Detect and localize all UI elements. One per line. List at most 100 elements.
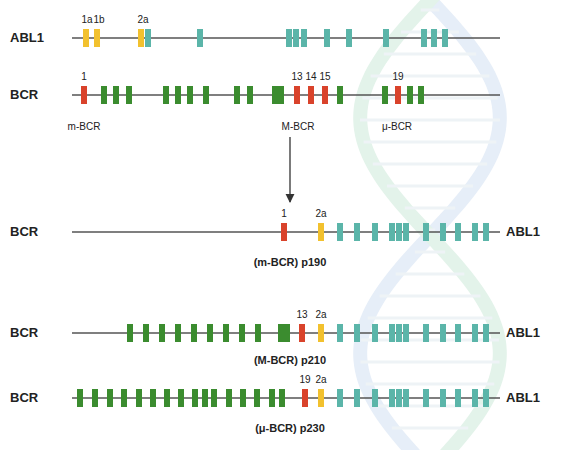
exon (403, 324, 409, 342)
exon (223, 324, 229, 342)
exon (164, 389, 170, 407)
exon (163, 86, 169, 104)
exon (175, 324, 181, 342)
helix-rung (360, 119, 500, 122)
exon (403, 389, 409, 407)
exon (94, 29, 100, 47)
exon (278, 86, 284, 104)
exon (346, 29, 352, 47)
exon (145, 29, 151, 47)
exon (202, 389, 208, 407)
exon (278, 324, 284, 342)
breakpoint-region: μ-BCR (382, 121, 412, 132)
exon (255, 324, 261, 342)
exon-number: 13 (291, 71, 302, 82)
exon (107, 389, 113, 407)
breakpoint-region: M-BCR (282, 121, 315, 132)
exon (389, 223, 395, 241)
exon (247, 86, 253, 104)
exon (440, 324, 446, 342)
exon (175, 86, 181, 104)
helix-rung (368, 317, 493, 320)
exon (126, 86, 132, 104)
exon (395, 86, 401, 104)
exon (136, 389, 142, 407)
exon (272, 86, 278, 104)
exon (113, 86, 119, 104)
exon (294, 86, 300, 104)
exon (239, 324, 245, 342)
exon (407, 86, 413, 104)
exon-number: 2a (315, 309, 326, 320)
exon (372, 389, 378, 407)
gene-backbone (72, 94, 500, 96)
exon (203, 86, 209, 104)
exon (240, 389, 246, 407)
exon (322, 86, 328, 104)
exon (281, 223, 287, 241)
exon-number: 14 (305, 71, 316, 82)
exon (423, 223, 429, 241)
gene-name: BCR (10, 326, 38, 340)
exon (483, 223, 489, 241)
exon (383, 29, 389, 47)
exon-number: 1b (93, 14, 104, 25)
exon (389, 389, 395, 407)
exon (372, 223, 378, 241)
exon-number: 19 (392, 71, 403, 82)
exon (483, 324, 489, 342)
exon (442, 29, 448, 47)
exon-number: 2a (315, 374, 326, 385)
exon (92, 389, 98, 407)
exon (83, 29, 89, 47)
exon (324, 29, 330, 47)
exon (127, 324, 133, 342)
exon (81, 86, 87, 104)
gene-name: BCR (10, 225, 38, 239)
helix-rung (366, 383, 495, 386)
helix-rung (421, 9, 440, 12)
exon (254, 389, 260, 407)
exon (191, 324, 197, 342)
exon (354, 389, 360, 407)
exon (337, 389, 343, 407)
helix-rung (384, 53, 476, 56)
exon (372, 324, 378, 342)
exon (279, 389, 285, 407)
gene-name: ABL1 (506, 326, 540, 340)
helix-rung (361, 339, 499, 342)
exon (143, 324, 149, 342)
exon (440, 223, 446, 241)
exon (138, 29, 144, 47)
exon (308, 86, 314, 104)
exon (354, 223, 360, 241)
exon (421, 29, 427, 47)
exon (423, 389, 429, 407)
exon (211, 389, 217, 407)
exon (403, 223, 409, 241)
exon-number: 13 (296, 309, 307, 320)
exon (150, 389, 156, 407)
gene-tracks (72, 29, 500, 407)
exon (318, 223, 324, 241)
exon-number: 19 (299, 374, 310, 385)
helix-rung (364, 141, 497, 144)
exon (472, 389, 478, 407)
gene-name: ABL1 (10, 31, 44, 45)
exon (293, 29, 299, 47)
helix-rung (396, 273, 465, 276)
exon (440, 389, 446, 407)
exon (318, 389, 324, 407)
exon (299, 324, 305, 342)
exon (192, 389, 198, 407)
exon (396, 324, 402, 342)
breakpoint-arrow (289, 137, 290, 202)
exon (483, 389, 489, 407)
exon (354, 324, 360, 342)
exon (382, 86, 388, 104)
exon-number: 1 (281, 208, 287, 219)
helix-rung (373, 163, 487, 166)
gene-name: ABL1 (506, 391, 540, 405)
exon (389, 324, 395, 342)
exon (269, 389, 275, 407)
